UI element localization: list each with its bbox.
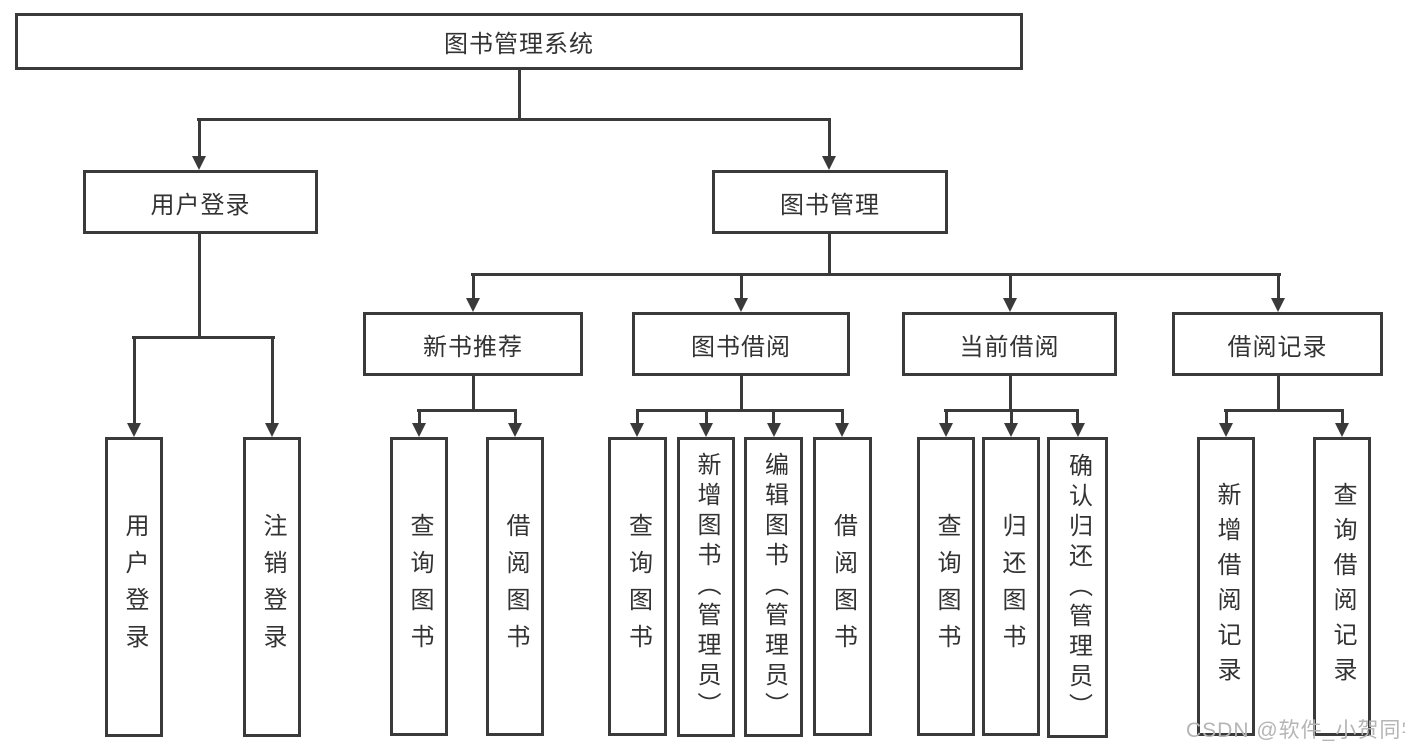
connector-arrow-down bbox=[835, 412, 849, 437]
connector-arrow-down bbox=[1271, 276, 1285, 312]
node-label: 当前借阅 bbox=[959, 333, 1060, 361]
leaf-label: 新增图书（管理员） bbox=[693, 452, 720, 722]
leaf-label: 查询图书 bbox=[933, 512, 960, 661]
connector-arrow-down bbox=[265, 339, 279, 437]
leaf-label: 查询借阅记录 bbox=[1329, 481, 1356, 692]
leaf-label: 确认归还（管理员） bbox=[1064, 452, 1092, 723]
node-book-management: 图书管理 bbox=[712, 170, 948, 234]
connector-arrow-down bbox=[466, 276, 480, 312]
leaf-query-books-recommend: 查询图书 bbox=[390, 437, 448, 736]
connector-line bbox=[417, 409, 517, 412]
connector-arrow-down bbox=[699, 412, 713, 437]
connector-arrow-down bbox=[192, 121, 206, 170]
leaf-label: 归还图书 bbox=[998, 512, 1025, 661]
connector-arrow-down bbox=[822, 121, 836, 170]
connector-line bbox=[471, 375, 475, 412]
leaf-confirm-return-admin: 确认归还（管理员） bbox=[1047, 437, 1108, 738]
leaf-add-book-admin: 新增图书（管理员） bbox=[677, 437, 735, 737]
leaf-label: 新增借阅记录 bbox=[1213, 481, 1240, 692]
leaf-return-books: 归还图书 bbox=[982, 437, 1040, 736]
leaf-user-login: 用户登录 bbox=[105, 437, 163, 737]
connector-line bbox=[132, 336, 275, 339]
connector-arrow-down bbox=[939, 412, 953, 437]
connector-line bbox=[471, 273, 1281, 276]
node-user-login: 用户登录 bbox=[83, 170, 318, 234]
connector-line bbox=[636, 409, 844, 412]
connector-line bbox=[1276, 375, 1280, 412]
connector-line bbox=[1008, 375, 1012, 412]
connector-arrow-down bbox=[508, 412, 522, 437]
node-book-borrowing: 图书借阅 bbox=[632, 312, 850, 376]
connector-line bbox=[197, 118, 831, 121]
node-root-system: 图书管理系统 bbox=[15, 13, 1023, 70]
node-label: 图书管理系统 bbox=[444, 31, 594, 58]
connector-arrow-down bbox=[127, 339, 141, 437]
leaf-logout: 注销登录 bbox=[243, 437, 301, 737]
leaf-label: 注销登录 bbox=[259, 513, 286, 661]
leaf-borrow-books-recommend: 借阅图书 bbox=[486, 437, 544, 736]
node-label: 图书管理 bbox=[780, 191, 880, 219]
leaf-add-borrow-record: 新增借阅记录 bbox=[1197, 437, 1255, 736]
connector-arrow-down bbox=[1003, 276, 1017, 312]
node-new-book-recommendation: 新书推荐 bbox=[363, 312, 583, 376]
connector-line bbox=[828, 234, 831, 276]
leaf-label: 查询图书 bbox=[406, 512, 433, 661]
connector-line bbox=[518, 69, 521, 121]
csdn-watermark: CSDN @软件_小贺同学 bbox=[1186, 719, 1405, 742]
connector-line bbox=[739, 375, 743, 412]
leaf-query-books-borrowing: 查询图书 bbox=[608, 437, 667, 736]
leaf-borrow-books-borrowing: 借阅图书 bbox=[813, 437, 872, 736]
leaf-query-borrow-record: 查询借阅记录 bbox=[1313, 437, 1371, 736]
node-label: 新书推荐 bbox=[423, 333, 523, 361]
connector-arrow-down bbox=[766, 412, 781, 437]
connector-arrow-down bbox=[1070, 412, 1085, 437]
leaf-label: 借阅图书 bbox=[829, 512, 857, 661]
connector-line bbox=[197, 233, 201, 339]
connector-line bbox=[944, 409, 1079, 412]
leaf-edit-book-admin: 编辑图书（管理员） bbox=[744, 437, 803, 737]
leaf-label: 用户登录 bbox=[121, 513, 148, 661]
connector-arrow-down bbox=[1004, 412, 1018, 437]
node-label: 图书借阅 bbox=[691, 333, 791, 361]
connector-arrow-down bbox=[734, 276, 748, 312]
connector-line bbox=[1224, 409, 1344, 412]
leaf-label: 编辑图书（管理员） bbox=[760, 452, 788, 722]
node-current-borrowing: 当前借阅 bbox=[902, 312, 1117, 376]
leaf-label: 查询图书 bbox=[624, 512, 652, 661]
node-borrowing-records: 借阅记录 bbox=[1172, 312, 1383, 376]
node-label: 用户登录 bbox=[150, 191, 251, 219]
leaf-query-books-current: 查询图书 bbox=[917, 437, 975, 736]
node-label: 借阅记录 bbox=[1227, 333, 1328, 361]
connector-arrow-down bbox=[630, 412, 644, 437]
connector-arrow-down bbox=[412, 412, 426, 437]
connector-arrow-down bbox=[1335, 412, 1349, 437]
leaf-label: 借阅图书 bbox=[502, 512, 529, 661]
connector-arrow-down bbox=[1219, 412, 1233, 437]
